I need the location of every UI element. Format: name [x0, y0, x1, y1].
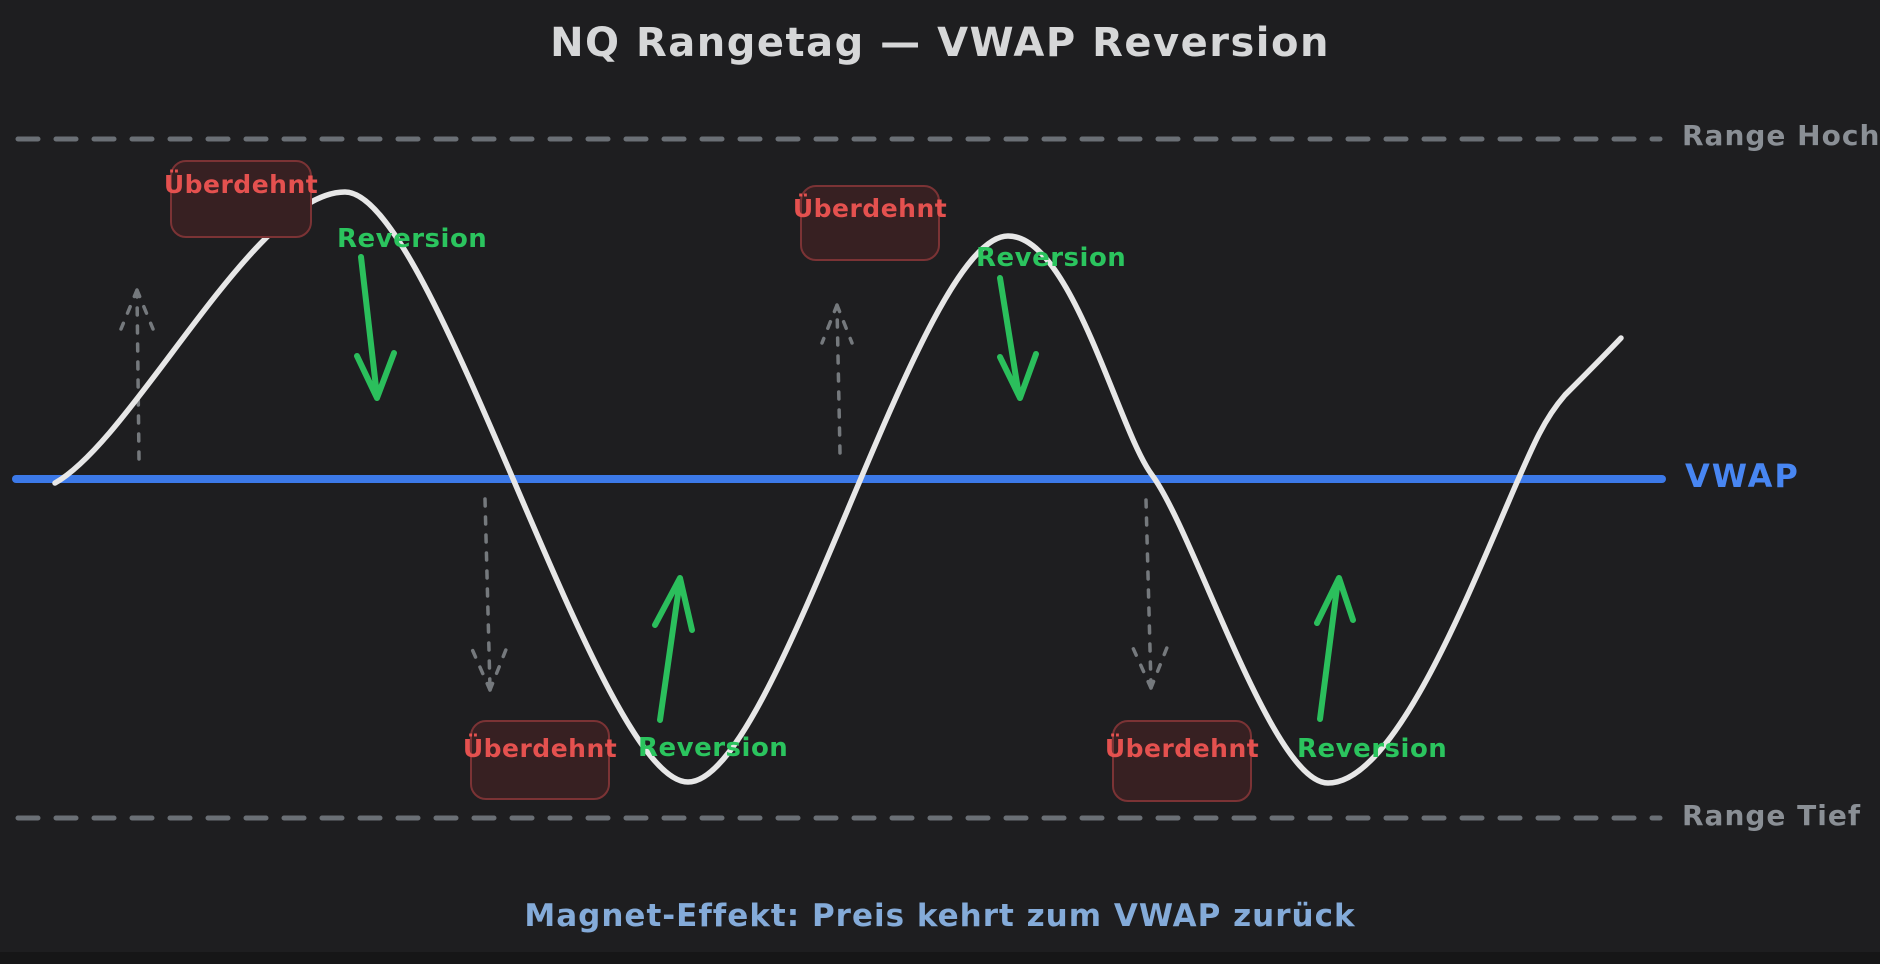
- dashed-up-arrow-1: [119, 288, 155, 461]
- reversion-arrows: [354, 254, 1356, 723]
- diagram-title: NQ Rangetag — VWAP Reversion: [550, 20, 1330, 66]
- reversion-up-arrow-2: [1314, 575, 1356, 722]
- overextended-label: Überdehnt: [163, 170, 319, 199]
- vwap-label: VWAP: [1685, 457, 1800, 495]
- overextended-label: Überdehnt: [792, 194, 948, 223]
- overextended-box-bottom-1: Überdehnt: [463, 720, 617, 800]
- dashed-extension-arrows: [119, 288, 1170, 692]
- range-low-label: Range Tief: [1682, 799, 1862, 832]
- overextended-box-top-2: Überdehnt: [793, 185, 947, 261]
- reversion-up-arrow-1: [652, 575, 695, 723]
- dashed-up-arrow-2: [820, 303, 854, 455]
- reversion-down-arrow-1: [354, 254, 397, 401]
- overextended-box-top-1: Überdehnt: [164, 160, 318, 238]
- overextended-label: Überdehnt: [462, 734, 618, 763]
- reversion-label-4: Reversion: [1297, 734, 1448, 764]
- bottom-edge-strip: [0, 952, 1880, 964]
- dashed-down-arrow-1: [470, 497, 509, 692]
- reversion-label-3: Reversion: [976, 243, 1127, 273]
- reversion-label-2: Reversion: [638, 733, 789, 763]
- dashed-down-arrow-2: [1131, 498, 1170, 690]
- magnet-effect-caption: Magnet-Effekt: Preis kehrt zum VWAP zurü…: [524, 898, 1356, 934]
- price-curve: [52, 189, 1624, 786]
- reversion-label-1: Reversion: [337, 224, 488, 254]
- range-high-label: Range Hoch: [1682, 119, 1880, 152]
- reversion-down-arrow-2: [997, 275, 1039, 401]
- overextended-label: Überdehnt: [1104, 734, 1260, 763]
- overextended-box-bottom-2: Überdehnt: [1105, 720, 1259, 802]
